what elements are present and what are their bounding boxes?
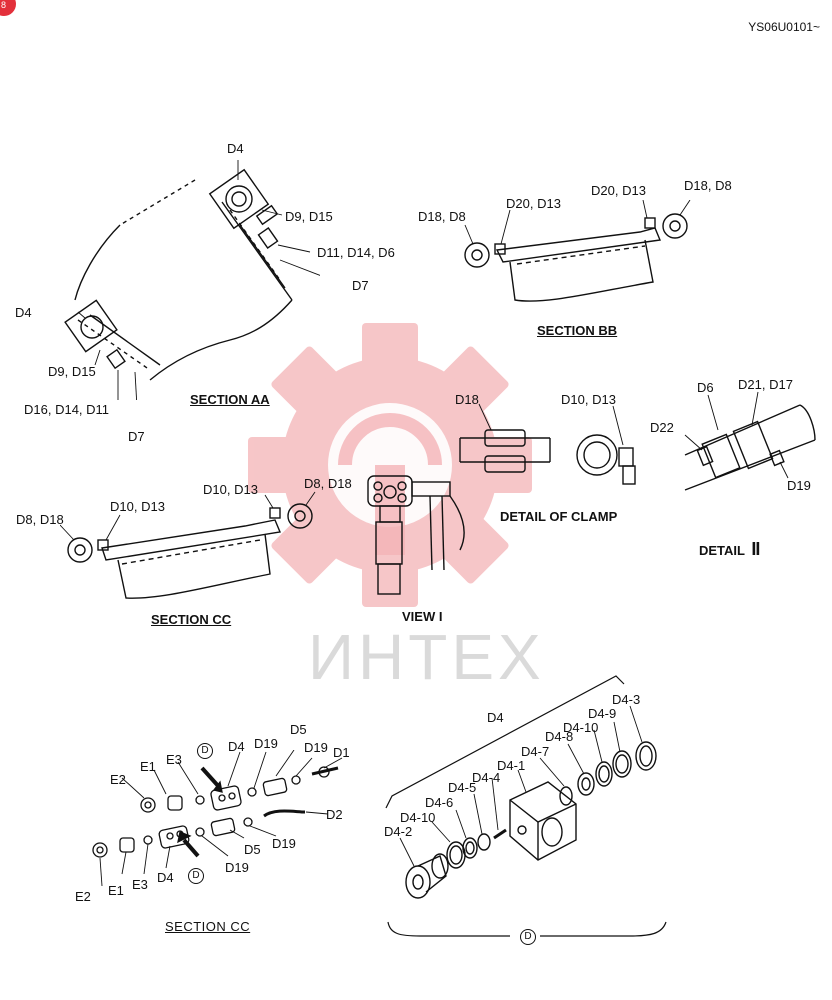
label-bb-d18-d8-right: D18, D8 <box>684 178 732 193</box>
label-aa-d9-d15-top: D9, D15 <box>285 209 333 224</box>
page-badge: 8 <box>0 0 16 16</box>
label-d4-6: D4-6 <box>425 795 454 810</box>
label-detail2-d6: D6 <box>697 380 714 395</box>
section-aa-drawing <box>64 160 320 400</box>
label-detail2-d21-d17: D21, D17 <box>738 377 793 392</box>
label-cc-d8-d18-right: D8, D18 <box>304 476 352 491</box>
label-bb-d20-d13-left: D20, D13 <box>506 196 561 211</box>
label-cc2-d4-bottom: D4 <box>157 870 174 885</box>
label-cc-d10-d13-left: D10, D13 <box>110 499 165 514</box>
label-aa-d7-top: D7 <box>352 278 369 293</box>
label-cc-d10-d13-right: D10, D13 <box>203 482 258 497</box>
watermark-text: ИНТЕХ <box>308 621 545 693</box>
section-cc-title: SECTION CC <box>151 612 232 627</box>
view-i-title: VIEW I <box>402 609 443 624</box>
label-cc2-e3-bottom: E3 <box>132 877 148 892</box>
label-d4-10-top: D4-10 <box>563 720 599 735</box>
label-aa-d7-bottom: D7 <box>128 429 145 444</box>
section-aa-title: SECTION AA <box>190 392 270 407</box>
label-cc2-d19-a: D19 <box>254 736 278 751</box>
label-cc2-d-circle-top: D <box>197 743 213 759</box>
label-cc2-d19-b: D19 <box>304 740 328 755</box>
label-d4-7: D4-7 <box>521 744 550 759</box>
label-cc2-e2-top: E2 <box>110 772 126 787</box>
label-d4-4: D4-4 <box>472 770 501 785</box>
section-bb-title: SECTION BB <box>537 323 618 338</box>
label-bb-d20-d13-right: D20, D13 <box>591 183 646 198</box>
section-cc-exploded-drawing <box>92 750 343 887</box>
label-cc2-e1-top: E1 <box>140 759 156 774</box>
label-aa-d9-d15-left: D9, D15 <box>48 364 96 379</box>
label-cc2-d2: D2 <box>326 807 343 822</box>
label-d4-2: D4-2 <box>384 824 413 839</box>
view-i-drawing <box>367 475 465 595</box>
label-bb-d18-d8-left: D18, D8 <box>418 209 466 224</box>
section-cc-exploded-title: SECTION CC <box>165 919 251 934</box>
label-d4-1: D4-1 <box>497 758 526 773</box>
label-aa-d4-top: D4 <box>227 141 244 156</box>
section-cc-drawing <box>60 491 316 599</box>
label-detail2-d19: D19 <box>787 478 811 493</box>
label-d4-d-circle: D <box>520 929 536 945</box>
label-cc2-d-circle-bottom: D <box>188 868 204 884</box>
label-cc2-d5-top: D5 <box>290 722 307 737</box>
label-clamp-d10-d13: D10, D13 <box>561 392 616 407</box>
detail-of-clamp-drawing <box>459 403 636 485</box>
d4-assembly-drawing <box>385 675 667 937</box>
label-cc2-d19-d: D19 <box>225 860 249 875</box>
label-aa-d16-d14-d11: D16, D14, D11 <box>24 402 110 417</box>
label-cc2-e1-bottom: E1 <box>108 883 124 898</box>
label-d4-3: D4-3 <box>612 692 641 707</box>
label-d4-5: D4-5 <box>448 780 477 795</box>
section-bb-drawing <box>464 200 691 302</box>
label-detail2-d22: D22 <box>650 420 674 435</box>
detail-ii-drawing <box>684 391 816 491</box>
label-d4-8: D4-8 <box>545 729 574 744</box>
label-cc2-e3-top: E3 <box>166 752 182 767</box>
label-d4-10-bottom: D4-10 <box>400 810 436 825</box>
label-cc2-e2-bottom: E2 <box>75 889 91 904</box>
detail-of-clamp-title: DETAIL OF CLAMP <box>500 509 618 524</box>
label-cc2-d19-c: D19 <box>272 836 296 851</box>
label-cc2-d1: D1 <box>333 745 350 760</box>
label-d4-assembly: D4 <box>487 710 504 725</box>
detail-ii-title: DETAIL II <box>699 539 760 559</box>
label-cc2-d5-bottom: D5 <box>244 842 261 857</box>
label-aa-d11-d14-d6: D11, D14, D6 <box>317 245 395 260</box>
document-code: YS06U0101~ <box>748 20 820 34</box>
label-d4-9: D4-9 <box>588 706 617 721</box>
label-aa-d4-left: D4 <box>15 305 32 320</box>
label-clamp-d18: D18 <box>455 392 479 407</box>
label-cc-d8-d18-left: D8, D18 <box>16 512 64 527</box>
label-cc2-d4-top: D4 <box>228 739 245 754</box>
